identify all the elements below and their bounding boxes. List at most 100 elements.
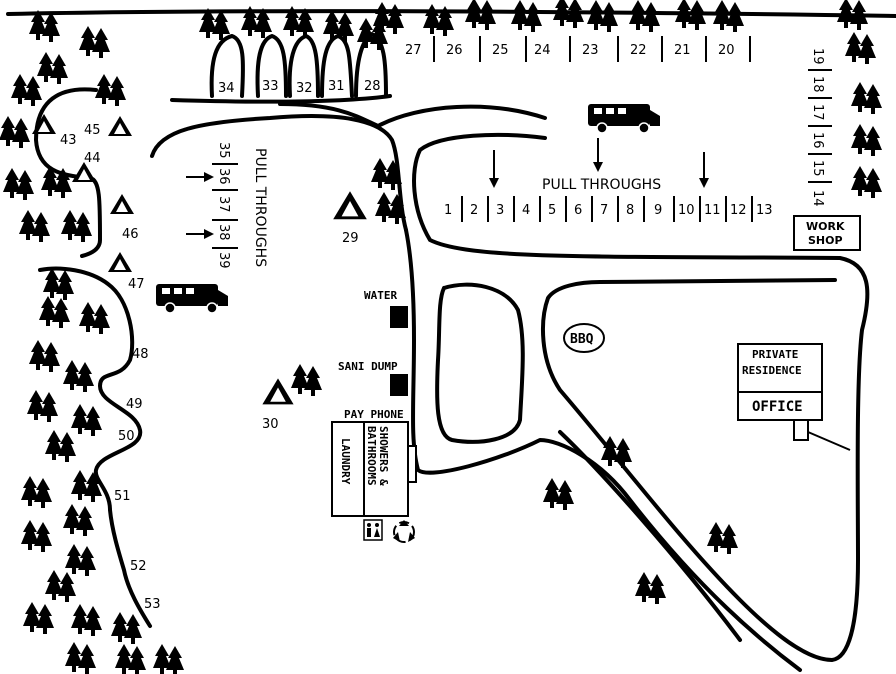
left-pull-throughs: PULL THROUGHS 35 36 37 38 39: [186, 142, 268, 269]
motorhome-icon: [155, 283, 229, 314]
site-label: 8: [626, 203, 634, 218]
pine-tree-icon: [21, 520, 52, 552]
left-sites: 43 45 44 46 47 48 49 50 51 52 53: [32, 114, 161, 612]
private-residence-label: PRIVATE: [752, 348, 798, 361]
site-label: 45: [84, 123, 101, 138]
site-label: 16: [810, 132, 825, 149]
site-label: 28: [364, 79, 381, 94]
pine-tree-icon: [465, 0, 496, 30]
pine-tree-icon: [21, 476, 52, 508]
pine-tree-icon: [79, 26, 110, 58]
pine-tree-icon: [601, 436, 632, 468]
pine-tree-icon: [43, 268, 74, 300]
pine-tree-icon: [587, 0, 618, 32]
site-label: 46: [122, 227, 139, 242]
restroom-icon: [363, 519, 383, 541]
pine-tree-icon: [39, 296, 70, 328]
site-label: 26: [446, 43, 463, 58]
private-residence-label: RESIDENCE: [742, 364, 802, 377]
site-label: 37: [216, 196, 231, 213]
tent-icon: [333, 191, 367, 220]
site-label: 5: [548, 203, 556, 218]
pine-tree-icon: [0, 116, 30, 148]
site-label: 10: [678, 203, 695, 218]
site-label: 24: [534, 43, 551, 58]
tent-icon: [108, 252, 132, 272]
pine-tree-icon: [71, 404, 102, 436]
site-label: 53: [144, 597, 161, 612]
tent-icon: [262, 378, 294, 405]
pine-tree-icon: [37, 52, 68, 84]
site-label: 14: [810, 190, 825, 207]
pine-tree-icon: [115, 644, 146, 674]
showers-label: BATHROOMS: [365, 426, 378, 486]
pine-tree-icon: [63, 360, 94, 392]
pine-tree-icon: [707, 522, 738, 554]
site-label: 18: [810, 76, 825, 93]
right-arrow-icon: [186, 229, 214, 239]
service-building: PAY PHONE LAUNDRY SHOWERS & BATHROOMS: [331, 408, 417, 543]
pine-tree-icon: [65, 642, 96, 674]
site-label: 30: [262, 417, 279, 432]
pine-tree-icon: [27, 390, 58, 422]
pine-tree-icon: [851, 166, 882, 198]
site-label: 4: [522, 203, 530, 218]
pine-tree-icon: [65, 544, 96, 576]
down-arrow-icon: [593, 138, 603, 172]
pine-tree-icon: [111, 612, 142, 644]
pine-tree-icon: [635, 572, 666, 604]
site-label: 27: [405, 43, 422, 58]
site-label: 23: [582, 43, 599, 58]
site-label: 13: [756, 203, 773, 218]
pull-throughs-label: PULL THROUGHS: [542, 177, 661, 193]
pine-tree-icon: [511, 0, 542, 32]
site-label: 19: [810, 48, 825, 65]
down-arrow-icon: [699, 152, 709, 188]
site-label: 15: [810, 160, 825, 177]
site-label: 11: [704, 203, 721, 218]
site-label: 3: [496, 203, 504, 218]
site-label: 32: [296, 81, 313, 96]
pine-tree-icon: [291, 364, 322, 396]
site-label: 52: [130, 559, 147, 574]
site-label: 33: [262, 79, 279, 94]
site-label: 36: [216, 168, 231, 185]
pine-tree-icon: [45, 570, 76, 602]
pine-tree-icon: [63, 504, 94, 536]
pine-tree-icon: [543, 478, 574, 510]
site-label: 43: [60, 133, 77, 148]
sani-dump-label: SANI DUMP: [338, 360, 398, 373]
pine-tree-icon: [629, 0, 660, 32]
work-shop: WORK SHOP: [793, 215, 861, 251]
office-label: OFFICE: [752, 399, 803, 415]
site-label: 9: [654, 203, 662, 218]
bbq-area: BBQ: [563, 323, 605, 353]
site-label: 12: [730, 203, 747, 218]
top-loop-sites: 34 33 32 31 28: [218, 79, 381, 96]
site-label: 44: [84, 151, 101, 166]
water-label: WATER: [364, 289, 397, 302]
site-label: 47: [128, 277, 145, 292]
work-shop-label: WORK: [806, 220, 845, 233]
pine-tree-icon: [71, 604, 102, 636]
bbq-label: BBQ: [570, 332, 594, 347]
pine-tree-icon: [29, 340, 60, 372]
tent-icon: [108, 116, 132, 136]
pine-tree-icon: [45, 430, 76, 462]
site-label: 6: [574, 203, 582, 218]
showers-label: SHOWERS &: [377, 426, 390, 486]
site-label: 29: [342, 231, 359, 246]
pine-tree-icon: [845, 32, 876, 64]
private-residence: PRIVATE RESIDENCE: [737, 343, 823, 393]
site-label: 2: [470, 203, 478, 218]
site-label: 22: [630, 43, 647, 58]
site-label: 7: [600, 203, 608, 218]
pine-tree-icon: [851, 82, 882, 114]
site-label: 20: [718, 43, 735, 58]
site-label: 48: [132, 347, 149, 362]
pull-throughs-label: PULL THROUGHS: [252, 148, 268, 267]
site-label: 50: [118, 429, 135, 444]
down-arrow-icon: [489, 150, 499, 188]
top-row-sites: 27 26 25 24 23 22 21 20: [405, 36, 751, 62]
